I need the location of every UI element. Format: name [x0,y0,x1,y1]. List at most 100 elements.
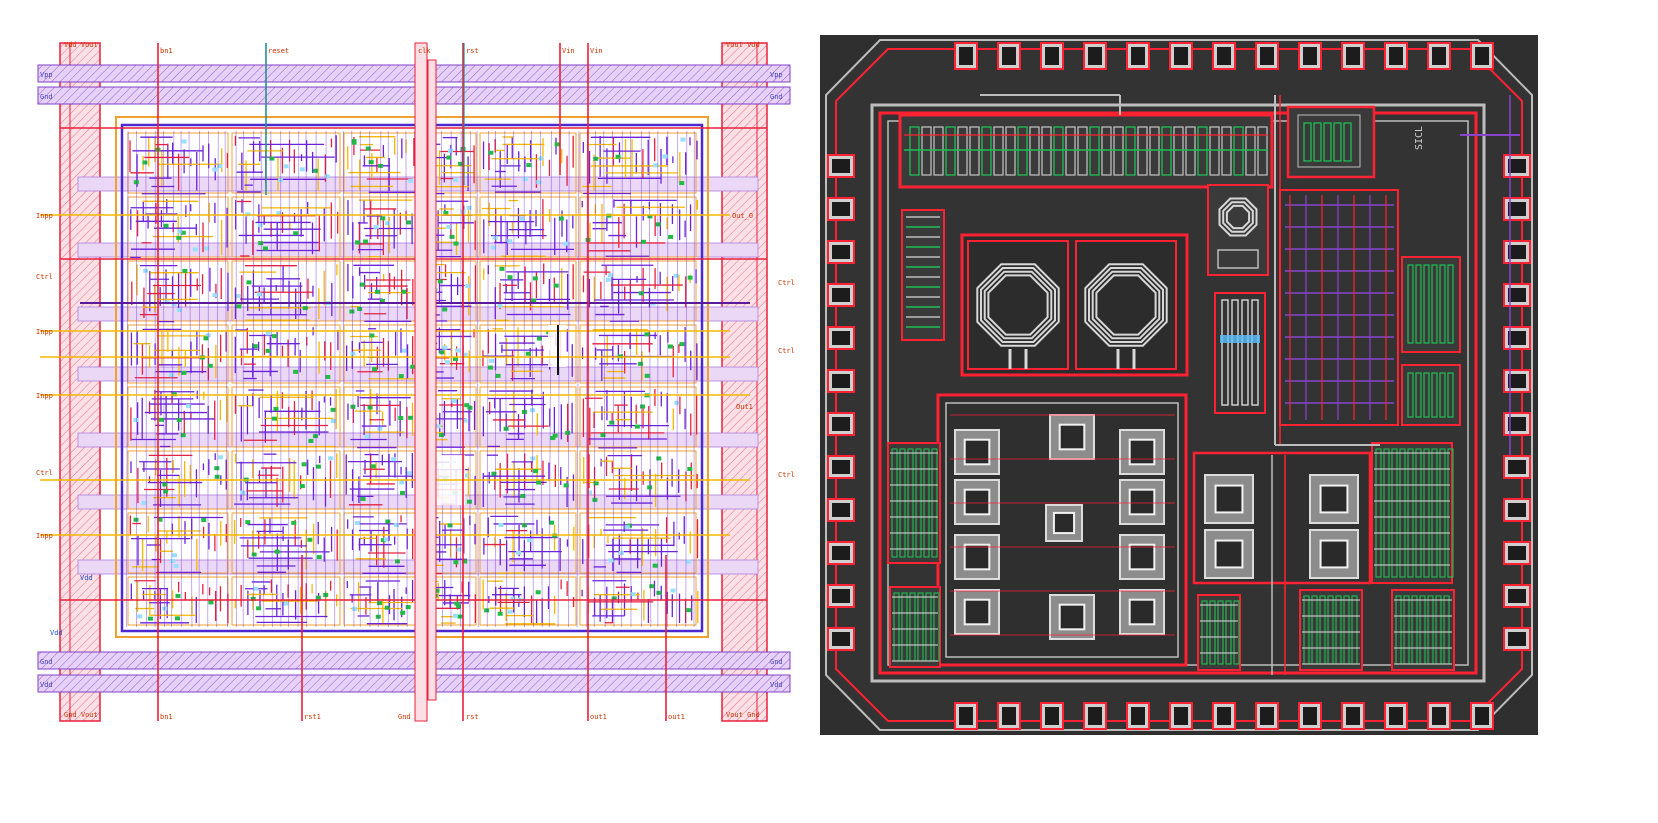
m1-track [405,130,408,628]
layout-canvas: Vdd Vout Vout Vdd Gnd Vout Vout Gnd Vpp … [36,41,795,722]
diffusion [526,163,532,168]
pad-opening [1303,47,1317,65]
diffusion [668,234,674,239]
left-pin-label: Inpp [36,328,53,336]
diffusion [466,205,472,210]
diffusion [634,424,640,429]
pad-opening [1174,707,1188,725]
diffusion [552,433,558,438]
diffusion [563,483,569,488]
diffusion [269,156,275,161]
diffusion [410,364,416,369]
diffusion [685,559,691,564]
bottom-pin-label: bn1 [160,713,173,721]
diffusion [177,229,183,234]
diffusion [315,464,321,469]
m1-track [603,130,606,628]
top-pin-label: Vin [590,47,603,55]
pad-opening [1432,47,1446,65]
pad-opening [1508,288,1526,302]
diffusion [452,613,458,618]
diffusion [370,464,376,469]
diffusion [680,137,686,142]
cap-finger [1149,126,1160,176]
cap-finger [969,126,980,176]
diffusion [379,298,385,303]
diffusion [316,555,322,560]
std-cell [479,260,577,322]
diffusion [453,177,459,182]
diffusion [393,523,399,528]
diffusion [147,616,153,621]
cell-array [126,130,699,628]
test-pad [1045,504,1083,542]
diffusion [262,246,268,251]
m1-track [476,130,479,628]
diffusion [399,490,405,495]
diffusion [462,418,468,423]
diffusion [499,266,505,271]
pad-opening [1045,707,1059,725]
diffusion [217,164,223,169]
diffusion [171,553,177,558]
diffusion [207,363,213,368]
diffusion [377,426,383,431]
m1-track [531,130,534,628]
diffusion [180,433,186,438]
pad-opening [1508,374,1526,388]
diffusion [452,356,458,361]
pad-opening [1002,47,1016,65]
diffusion [324,174,330,179]
pad-opening [959,707,973,725]
misc-label: Vdd [50,629,63,637]
diffusion [446,224,452,229]
pad-opening [832,503,850,517]
diffusion [328,456,334,461]
right-digital-region [1279,189,1461,426]
diffusion [507,609,513,614]
cap-finger [1185,126,1196,176]
diffusion [369,333,375,338]
diffusion [251,552,257,557]
diffusion [182,268,188,273]
diffusion [653,163,659,168]
pad-opening [1475,47,1489,65]
diffusion [383,537,389,542]
m1-track [163,130,165,628]
std-cell [479,512,577,574]
diffusion [398,416,404,421]
diffusion [443,210,449,215]
diffusion [492,235,498,240]
diffusion [520,493,526,498]
diffusion [536,336,542,341]
diffusion [274,549,280,554]
diffusion [265,331,271,336]
chip-canvas: SICL [825,39,1533,731]
diffusion [312,168,318,173]
rail-label: Vdd [40,681,53,689]
diffusion [586,490,592,495]
diffusion [380,216,386,221]
cap-finger [921,126,932,176]
diffusion [401,289,407,294]
diffusion [536,180,542,185]
pad-opening [1508,546,1526,560]
m1-track [270,130,273,628]
diffusion [647,214,653,219]
cap-finger [1125,126,1136,176]
diffusion [352,606,358,611]
m1-track [486,130,489,628]
rail-label: Gnd [770,93,783,101]
pad-opening [832,589,850,603]
diffusion [455,348,461,353]
diffusion [208,600,214,605]
m1-track [145,130,147,628]
diffusion [236,304,242,309]
analog-chip-layout: SICL [820,35,1538,735]
top-capacitor-array [898,113,1274,189]
rail-label: Gnd [770,658,783,666]
diffusion [484,608,490,613]
top-pin-label: bn1 [160,47,173,55]
cap-finger [1137,126,1148,176]
pad-opening [832,159,850,173]
